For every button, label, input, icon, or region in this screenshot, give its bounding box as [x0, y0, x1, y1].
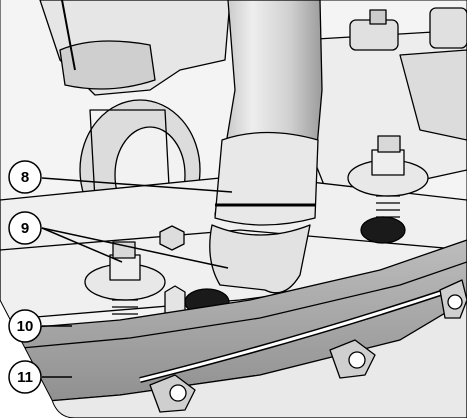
- left-spring: [112, 299, 138, 315]
- leader-8: [41, 177, 233, 193]
- right-spring: [376, 195, 400, 218]
- right-knob-nut: [377, 135, 401, 153]
- callout-label-10: 10: [17, 318, 34, 335]
- callout-label-9: 9: [21, 220, 29, 237]
- upper-pulley: [59, 40, 156, 90]
- deck-edge: [0, 229, 467, 251]
- callout-10: 10: [8, 309, 42, 343]
- tank-cap-left-top: [369, 9, 387, 25]
- tank-side: [399, 49, 467, 141]
- hose-elbow: [209, 224, 311, 294]
- leader-lines: [41, 177, 233, 378]
- wing-knob-right: [439, 279, 467, 319]
- callout-label-8: 8: [21, 169, 29, 186]
- bumper-band: [0, 261, 467, 351]
- handle-rod: [61, 0, 76, 71]
- black-cap-right: [360, 216, 406, 244]
- callout-11: 11: [8, 360, 42, 394]
- wing-knob-center: [329, 339, 376, 379]
- leader-9b: [41, 227, 229, 269]
- leader-9a: [41, 227, 123, 263]
- bumper-lower: [0, 299, 467, 418]
- wing-knob-left: [149, 374, 196, 413]
- hose-cuff: [214, 131, 319, 226]
- tank-cap-right: [429, 7, 467, 49]
- callout-8: 8: [8, 160, 42, 194]
- right-knob-stem: [371, 149, 405, 176]
- callout-label-11: 11: [17, 369, 33, 386]
- hex-bolt-center: [159, 225, 185, 251]
- callout-9: 9: [8, 211, 42, 245]
- clamp-band-inner: [139, 288, 451, 382]
- left-knob-nut: [112, 241, 136, 259]
